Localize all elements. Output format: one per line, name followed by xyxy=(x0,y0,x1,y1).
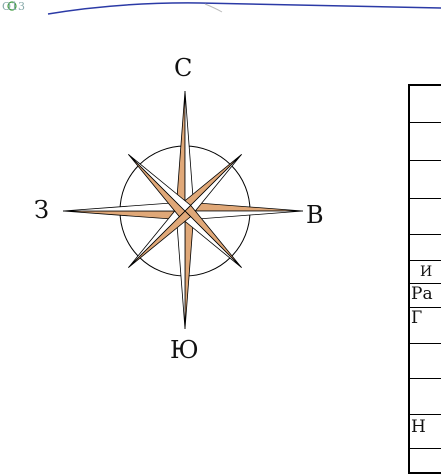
compass-ray-west-white xyxy=(63,202,185,211)
compass-ray-north-white xyxy=(185,91,194,211)
stamp-row xyxy=(410,378,441,414)
stamp-row xyxy=(410,343,441,378)
stamp-row: Ра xyxy=(410,283,441,307)
compass-ray-west-filled xyxy=(63,211,185,220)
stamp-row xyxy=(410,86,441,122)
stamp-row: И xyxy=(410,260,441,283)
stamp-table: И Ра Г Н xyxy=(408,84,441,474)
compass-ray-south-filled xyxy=(185,211,194,329)
direction-north-label: С xyxy=(174,56,192,80)
top-blue-line xyxy=(48,3,441,14)
stamp-row: Н xyxy=(410,414,441,448)
top-decor-text: О13 xyxy=(2,0,25,13)
stamp-row xyxy=(410,122,441,160)
stamp-row: Г xyxy=(410,307,441,343)
stamp-row xyxy=(410,198,441,234)
stamp-row xyxy=(410,448,441,474)
direction-south-label: Ю xyxy=(170,338,199,362)
compass-ray-east-white xyxy=(185,211,303,220)
compass-ray-south-white xyxy=(176,211,185,329)
compass-ray-east-filled xyxy=(185,202,303,211)
compass-ray-north-filled xyxy=(176,91,185,211)
compass-rays xyxy=(63,91,303,329)
top-faint-line xyxy=(205,4,222,12)
direction-west-label: З xyxy=(34,198,49,222)
stamp-row xyxy=(410,234,441,260)
direction-east-label: В xyxy=(306,203,324,227)
stamp-row xyxy=(410,160,441,198)
top-decoration: О13 xyxy=(0,0,441,20)
